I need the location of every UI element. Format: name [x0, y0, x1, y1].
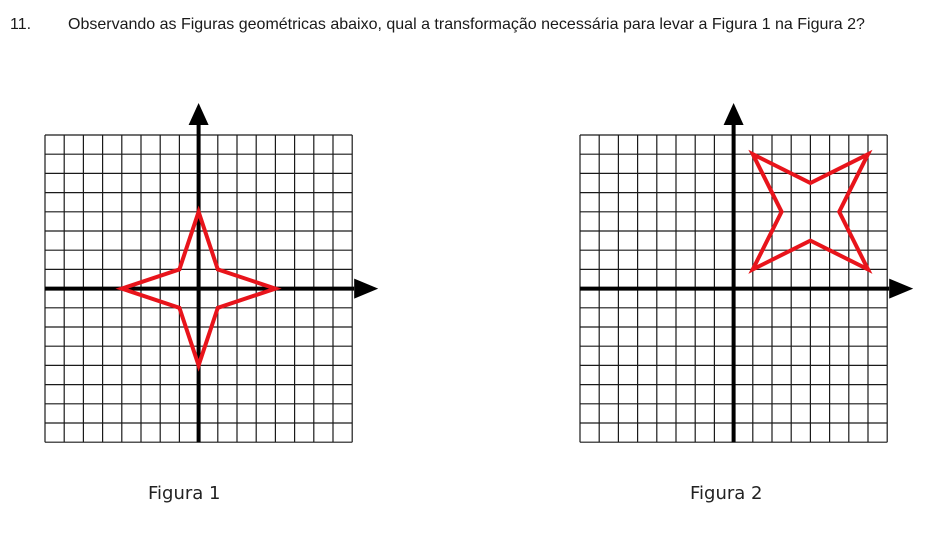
figure-1 — [30, 95, 380, 455]
x-axis-arrow — [354, 278, 379, 299]
figure-1-graph — [44, 103, 379, 443]
y-axis-arrow — [723, 103, 744, 125]
star-shape — [115, 205, 282, 372]
figure-2 — [565, 95, 915, 455]
question-text: Observando as Figuras geométricas abaixo… — [68, 16, 865, 33]
figure-1-caption: Figura 1 — [148, 483, 221, 504]
x-axis-arrow — [889, 278, 914, 299]
question-number: 11. — [10, 16, 32, 33]
y-axis-arrow — [188, 103, 209, 125]
figure-2-graph — [579, 103, 914, 443]
figure-2-caption: Figura 2 — [690, 483, 763, 504]
star-shape — [748, 149, 873, 274]
